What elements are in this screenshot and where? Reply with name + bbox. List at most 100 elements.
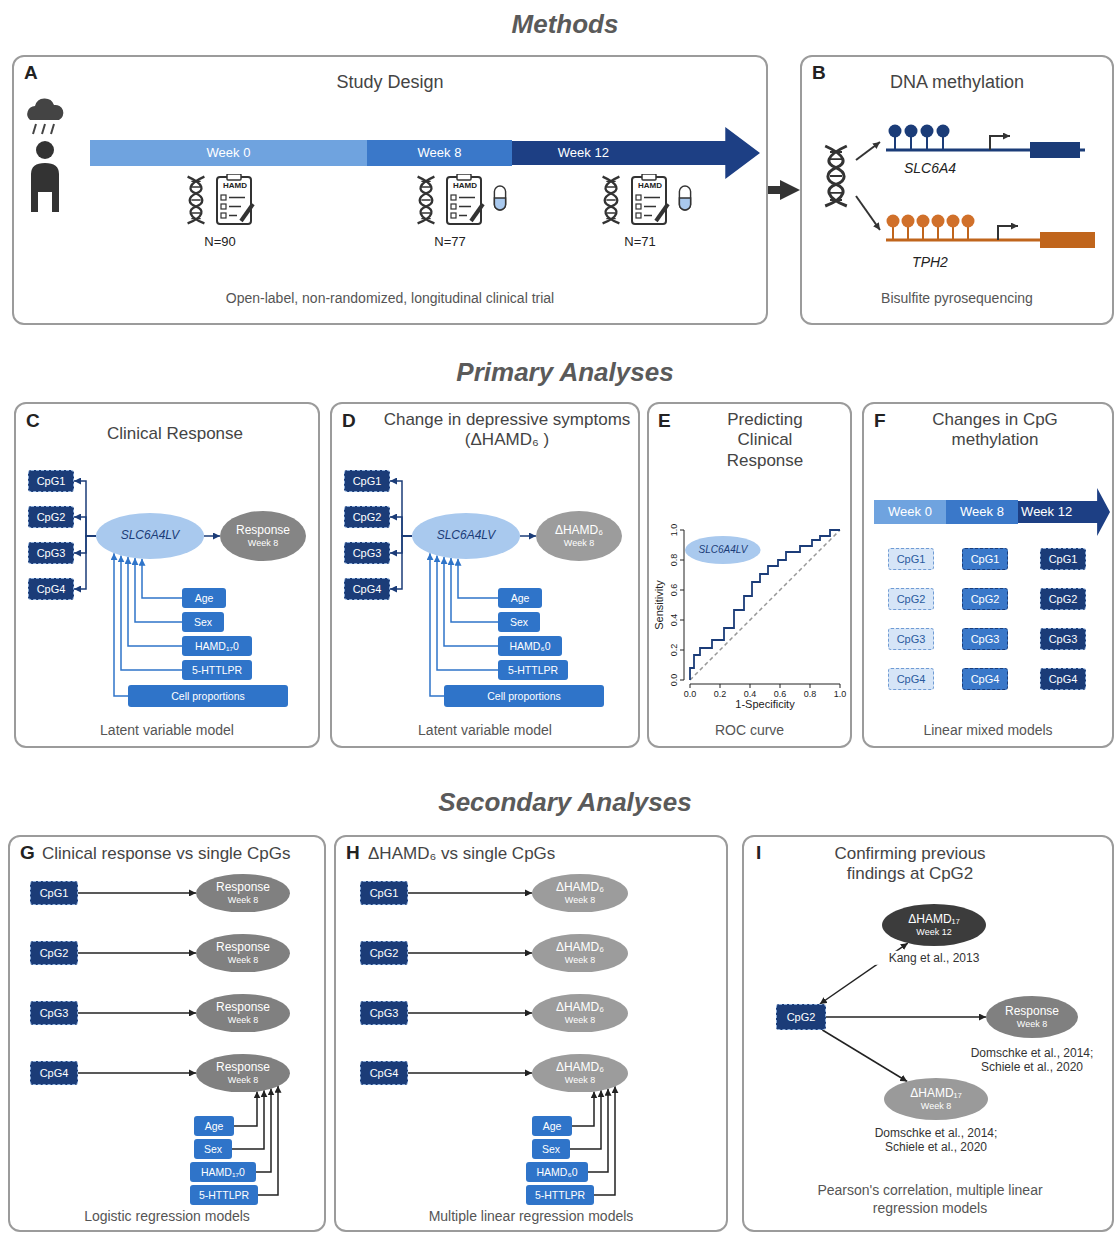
node-label: SLC6A4LV bbox=[437, 529, 496, 543]
node-label: 5-HTTLPR bbox=[199, 1189, 249, 1201]
connector bbox=[74, 517, 96, 536]
node-label: Age bbox=[205, 1120, 224, 1132]
node-label: Age bbox=[195, 592, 214, 604]
axis-title: Sensitivity bbox=[653, 555, 666, 655]
panel: BDNA methylationBisulfite pyrosequencing bbox=[800, 55, 1114, 325]
panel-title: Clinical Response bbox=[60, 424, 290, 444]
node-label: HAMD₁₇0 bbox=[195, 640, 239, 652]
cpg-box: CpG4 bbox=[962, 668, 1008, 690]
node-label: CpG2 bbox=[370, 947, 399, 960]
node-label: Response bbox=[216, 1061, 270, 1075]
node-label: Age bbox=[543, 1120, 562, 1132]
panel-footer: Open-label, non-randomized, longitudinal… bbox=[12, 290, 768, 308]
node-label: ΔHAMD₁₇ bbox=[910, 1087, 962, 1101]
citation: Domschke et al., 2014; Schiele et al., 2… bbox=[955, 1046, 1109, 1075]
cpg-box: CpG2 bbox=[962, 588, 1008, 610]
connector bbox=[408, 1072, 532, 1074]
node-label: CpG4 bbox=[1049, 673, 1078, 686]
node-label: ΔHAMD₁₇ bbox=[908, 913, 960, 927]
node-label: CpG4 bbox=[37, 583, 66, 596]
panel-footer: Linear mixed models bbox=[862, 722, 1114, 740]
cpg-box: CpG1 bbox=[30, 881, 78, 905]
roc-plot bbox=[680, 530, 840, 688]
node-label: CpG3 bbox=[40, 1007, 69, 1020]
panel-letter: E bbox=[658, 410, 671, 432]
outcome-ellipse: ΔHAMD₆Week 8 bbox=[532, 994, 628, 1033]
node-label: CpG1 bbox=[40, 887, 69, 900]
cpg-box: CpG4 bbox=[1040, 668, 1086, 690]
pill-icon bbox=[494, 186, 505, 210]
node-label: CpG3 bbox=[897, 633, 926, 646]
connector bbox=[458, 559, 498, 598]
sample-size: N=77 bbox=[420, 234, 480, 250]
outcome-ellipse: ResponseWeek 8 bbox=[986, 996, 1078, 1038]
node-label: Week 12 bbox=[558, 146, 609, 161]
connector bbox=[234, 1091, 257, 1126]
week-band: Week 12 bbox=[1018, 488, 1110, 536]
node-label: SLC6A4LV bbox=[699, 544, 748, 556]
node-label: Sex bbox=[510, 616, 528, 628]
dna-icon bbox=[825, 146, 847, 206]
node-label: CpG4 bbox=[40, 1067, 69, 1080]
node-label: SLC6A4LV bbox=[121, 529, 180, 543]
panel-title: ΔHAMD₆ vs single CpGs bbox=[368, 844, 668, 864]
panel-letter: F bbox=[874, 410, 886, 432]
covariate-box: Sex bbox=[532, 1139, 570, 1159]
panel: IConfirming previous findings at CpG2Pea… bbox=[742, 835, 1114, 1232]
outcome-ellipse: ΔHAMD₆Week 8 bbox=[536, 511, 622, 561]
gene-name: TPH2 bbox=[890, 254, 970, 271]
connector bbox=[390, 536, 412, 553]
connector bbox=[822, 1030, 907, 1082]
citation: Domschke et al., 2014; Schiele et al., 2… bbox=[859, 1126, 1013, 1155]
panel-footer: Latent variable model bbox=[330, 722, 640, 740]
connector bbox=[121, 555, 182, 670]
axis-title: 1-Specificity bbox=[705, 698, 825, 711]
tick-label: 1.0 bbox=[827, 689, 853, 700]
tick-label: 0.4 bbox=[737, 689, 763, 700]
covariate-box: Sex bbox=[498, 612, 540, 632]
node-label: ΔHAMD₆ bbox=[556, 1061, 604, 1075]
connector bbox=[258, 1086, 278, 1195]
covariate-box: Age bbox=[194, 1116, 234, 1136]
node-label: CpG3 bbox=[353, 547, 382, 560]
node-label: CpG2 bbox=[787, 1011, 816, 1024]
cpg-box: CpG2 bbox=[28, 506, 74, 528]
cpg-box: CpG1 bbox=[344, 470, 390, 492]
node-label: Week 8 bbox=[228, 895, 258, 905]
cpg-box: CpG4 bbox=[360, 1061, 408, 1085]
cpg-box: CpG2 bbox=[360, 941, 408, 965]
covariate-box: HAMD₆0 bbox=[526, 1162, 588, 1182]
outcome-ellipse: ΔHAMD₆Week 8 bbox=[532, 874, 628, 913]
week-band: Week 12 bbox=[512, 127, 760, 179]
node-label: CpG1 bbox=[971, 553, 1000, 566]
node-label: Response bbox=[216, 881, 270, 895]
dna-icon bbox=[603, 177, 620, 224]
cpg-box: CpG1 bbox=[360, 881, 408, 905]
node-label: HAMD₆0 bbox=[537, 1166, 578, 1178]
sample-size: N=71 bbox=[610, 234, 670, 250]
node-label: Week 8 bbox=[565, 895, 595, 905]
cpg-box: CpG4 bbox=[28, 578, 74, 600]
node-label: Age bbox=[511, 592, 530, 604]
connector bbox=[135, 558, 182, 622]
tick-label: 0.0 bbox=[677, 689, 703, 700]
node-label: Response bbox=[216, 1001, 270, 1015]
connector bbox=[444, 557, 498, 646]
node-label: 5-HTTLPR bbox=[508, 664, 558, 676]
node-label: HAMD₆0 bbox=[510, 640, 551, 652]
node-label: CpG3 bbox=[1049, 633, 1078, 646]
cpg-box: CpG3 bbox=[30, 1001, 78, 1025]
cpg-box: CpG2 bbox=[888, 588, 934, 610]
covariate-box: HAMD₆0 bbox=[498, 636, 562, 656]
connector bbox=[74, 536, 96, 553]
scale-name: HAMD bbox=[445, 181, 485, 191]
tick-label: 0.2 bbox=[669, 637, 680, 663]
cpg-box: CpG4 bbox=[888, 668, 934, 690]
connector bbox=[430, 553, 444, 696]
outcome-ellipse: ΔHAMD₁₇Week 8 bbox=[884, 1078, 988, 1120]
node-label: 5-HTTLPR bbox=[192, 664, 242, 676]
covariate-box: 5-HTTLPR bbox=[182, 660, 252, 680]
node-label: Week 8 bbox=[228, 955, 258, 965]
section-heading: Methods bbox=[365, 9, 765, 40]
